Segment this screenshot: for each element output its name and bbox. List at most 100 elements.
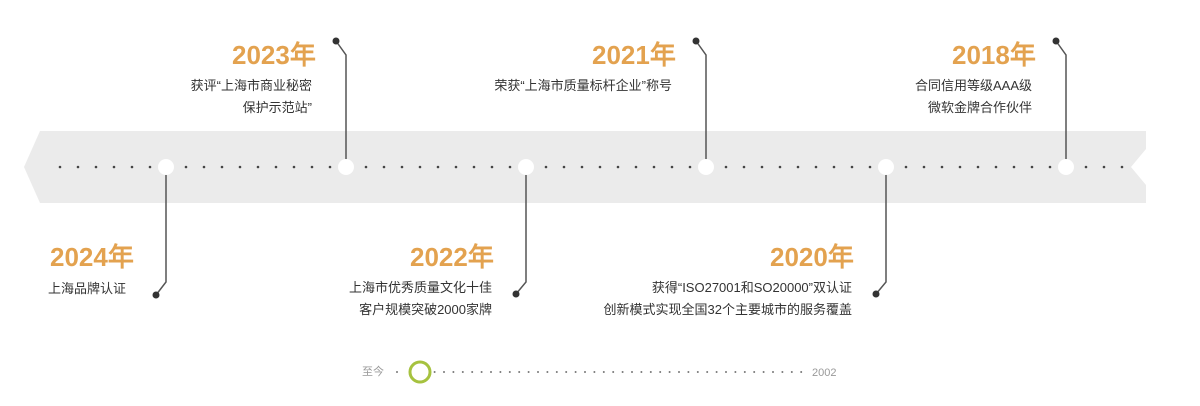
timeline-dot — [652, 165, 656, 169]
timeline-dot — [634, 165, 638, 169]
scrubber-dotted-track[interactable] — [396, 371, 803, 373]
timeline-dot — [922, 165, 926, 169]
scrubber-dot — [790, 371, 793, 373]
timeline-dot — [832, 165, 836, 169]
milestone-year-2024: 2024年 — [50, 242, 134, 272]
scrubber-handle[interactable] — [408, 360, 432, 384]
scrubber-dot — [433, 371, 436, 373]
scrubber-dot — [762, 371, 765, 373]
milestone-desc-2021: 荣获“上海市质量标杆企业”称号 — [494, 75, 672, 97]
scrubber-dot — [537, 371, 539, 373]
scrubber-dot — [396, 371, 398, 373]
scrubber-dot — [800, 371, 803, 373]
timeline-dot — [202, 165, 206, 169]
timeline-dot — [112, 165, 116, 169]
scrubber-dot — [527, 371, 530, 373]
timeline-dot — [958, 165, 962, 169]
timeline-node-2023[interactable] — [338, 159, 354, 175]
scrubber-dot — [443, 371, 445, 373]
scrubber-dot — [696, 371, 699, 373]
timeline-dot — [1012, 165, 1016, 169]
timeline-dot — [418, 165, 422, 169]
scrubber-dot — [649, 371, 652, 373]
timeline-dot — [94, 165, 98, 169]
scrubber-dot — [602, 371, 605, 373]
scrubber-dot — [584, 371, 586, 373]
scrubber-dot — [574, 371, 577, 373]
timeline-dot — [940, 165, 944, 169]
timeline-dot — [148, 165, 152, 169]
scrubber-dot — [461, 371, 464, 373]
scrubber-dot — [621, 371, 624, 373]
scrubber-dot — [734, 371, 737, 373]
scrubber-dot — [612, 371, 615, 373]
timeline-dot — [292, 165, 296, 169]
timeline-dot — [130, 165, 134, 169]
timeline-dot — [400, 165, 404, 169]
scrubber-dot — [565, 371, 568, 373]
connector-end-dot-2020 — [872, 290, 880, 298]
timeline-dot — [310, 165, 314, 169]
timeline-node-2022[interactable] — [518, 159, 534, 175]
timeline-dot — [58, 165, 62, 169]
timeline-dot — [274, 165, 278, 169]
scrubber-dot — [678, 371, 680, 373]
timeline-dot — [562, 165, 566, 169]
timeline-dot — [220, 165, 224, 169]
milestone-year-2021: 2021年 — [592, 40, 676, 70]
timeline-dot — [796, 165, 800, 169]
timeline-dot — [994, 165, 998, 169]
scrubber-start-label[interactable]: 至今 — [362, 366, 384, 378]
timeline-dot — [1030, 165, 1034, 169]
timeline-dot — [238, 165, 242, 169]
milestone-line: 保护示范站” — [242, 100, 312, 115]
scrubber-dot — [452, 371, 455, 373]
scrubber-dot — [631, 371, 633, 373]
scrubber-dot — [508, 371, 511, 373]
scrubber-dot — [499, 371, 502, 373]
timeline-node-2018[interactable] — [1058, 159, 1074, 175]
timeline-dot — [724, 165, 728, 169]
timeline-dot — [760, 165, 764, 169]
timeline-dot — [76, 165, 80, 169]
milestone-desc-2024: 上海品牌认证 — [48, 278, 126, 300]
timeline-dot — [778, 165, 782, 169]
connector-2024 — [155, 167, 167, 296]
timeline-dot — [382, 165, 386, 169]
timeline-arrow-band — [24, 131, 1146, 203]
timeline-node-2024[interactable] — [158, 159, 174, 175]
timeline-dot — [364, 165, 368, 169]
timeline-dot — [814, 165, 818, 169]
connector-end-dot-2018 — [1052, 37, 1060, 45]
timeline-dot — [544, 165, 548, 169]
timeline-node-2021[interactable] — [698, 159, 714, 175]
milestone-year-2018: 2018年 — [952, 40, 1036, 70]
milestone-line: 合同信用等级AAA级 — [914, 78, 1032, 93]
timeline-dot — [1120, 165, 1124, 169]
scrubber-dot — [687, 371, 690, 373]
connector-2021 — [695, 40, 707, 167]
scrubber-dot — [725, 371, 727, 373]
milestone-line: 获得“ISO27001和SO20000”双认证 — [651, 280, 852, 295]
timeline-dot — [1084, 165, 1088, 169]
scrubber-dot — [518, 371, 521, 373]
milestone-desc-2022: 上海市优秀质量文化十佳 客户规模突破2000家牌 — [349, 277, 492, 321]
scrubber-dot — [706, 371, 709, 373]
milestone-year-2020: 2020年 — [770, 242, 854, 272]
timeline-dot — [184, 165, 188, 169]
connector-2018 — [1055, 40, 1067, 167]
scrubber-dot — [772, 371, 774, 373]
connector-end-dot-2022 — [512, 290, 520, 298]
milestone-year-2022: 2022年 — [410, 242, 494, 272]
milestone-year-2023: 2023年 — [232, 40, 316, 70]
connector-end-dot-2024 — [152, 291, 160, 299]
timeline-node-2020[interactable] — [878, 159, 894, 175]
milestone-desc-2020: 获得“ISO27001和SO20000”双认证 创新模式实现全国32个主要城市的… — [604, 277, 852, 321]
milestone-line: 微软金牌合作伙伴 — [927, 100, 1032, 115]
timeline-dot — [1048, 165, 1052, 169]
scrubber-dot — [490, 371, 492, 373]
timeline-dot — [598, 165, 602, 169]
scrubber-end-label[interactable]: 2002 — [812, 367, 837, 379]
timeline-dot — [850, 165, 854, 169]
